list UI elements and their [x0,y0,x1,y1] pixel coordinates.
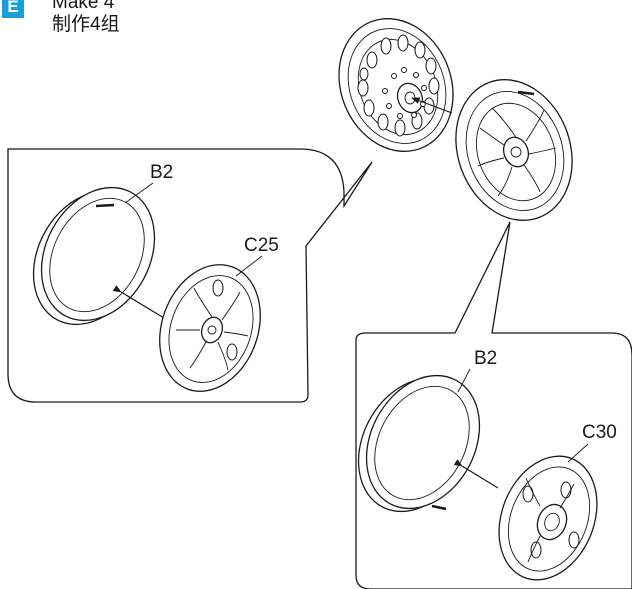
part-label-tire-right: B2 [474,348,498,369]
part-label-hub-right: C30 [582,422,617,443]
arrow-left [112,285,165,319]
wheel-inner-dots [382,67,427,119]
step-instruction: Make 4 [52,0,115,13]
part-label-hub-left: C25 [244,235,279,256]
step-instruction-chinese: 制作4组 [52,14,120,35]
wheel-holes-ring [357,34,440,137]
hub-left [159,264,261,392]
tire-right [357,374,481,513]
part-label-tire-left: B2 [150,162,174,183]
step-badge: E [2,0,24,18]
assembled-wheel-back [338,18,454,152]
assembled-wheel-front [455,79,573,221]
arrow-right [453,459,499,489]
hub-right [498,455,598,581]
axle-arrow [411,97,453,114]
wheel-spokes [477,107,557,197]
